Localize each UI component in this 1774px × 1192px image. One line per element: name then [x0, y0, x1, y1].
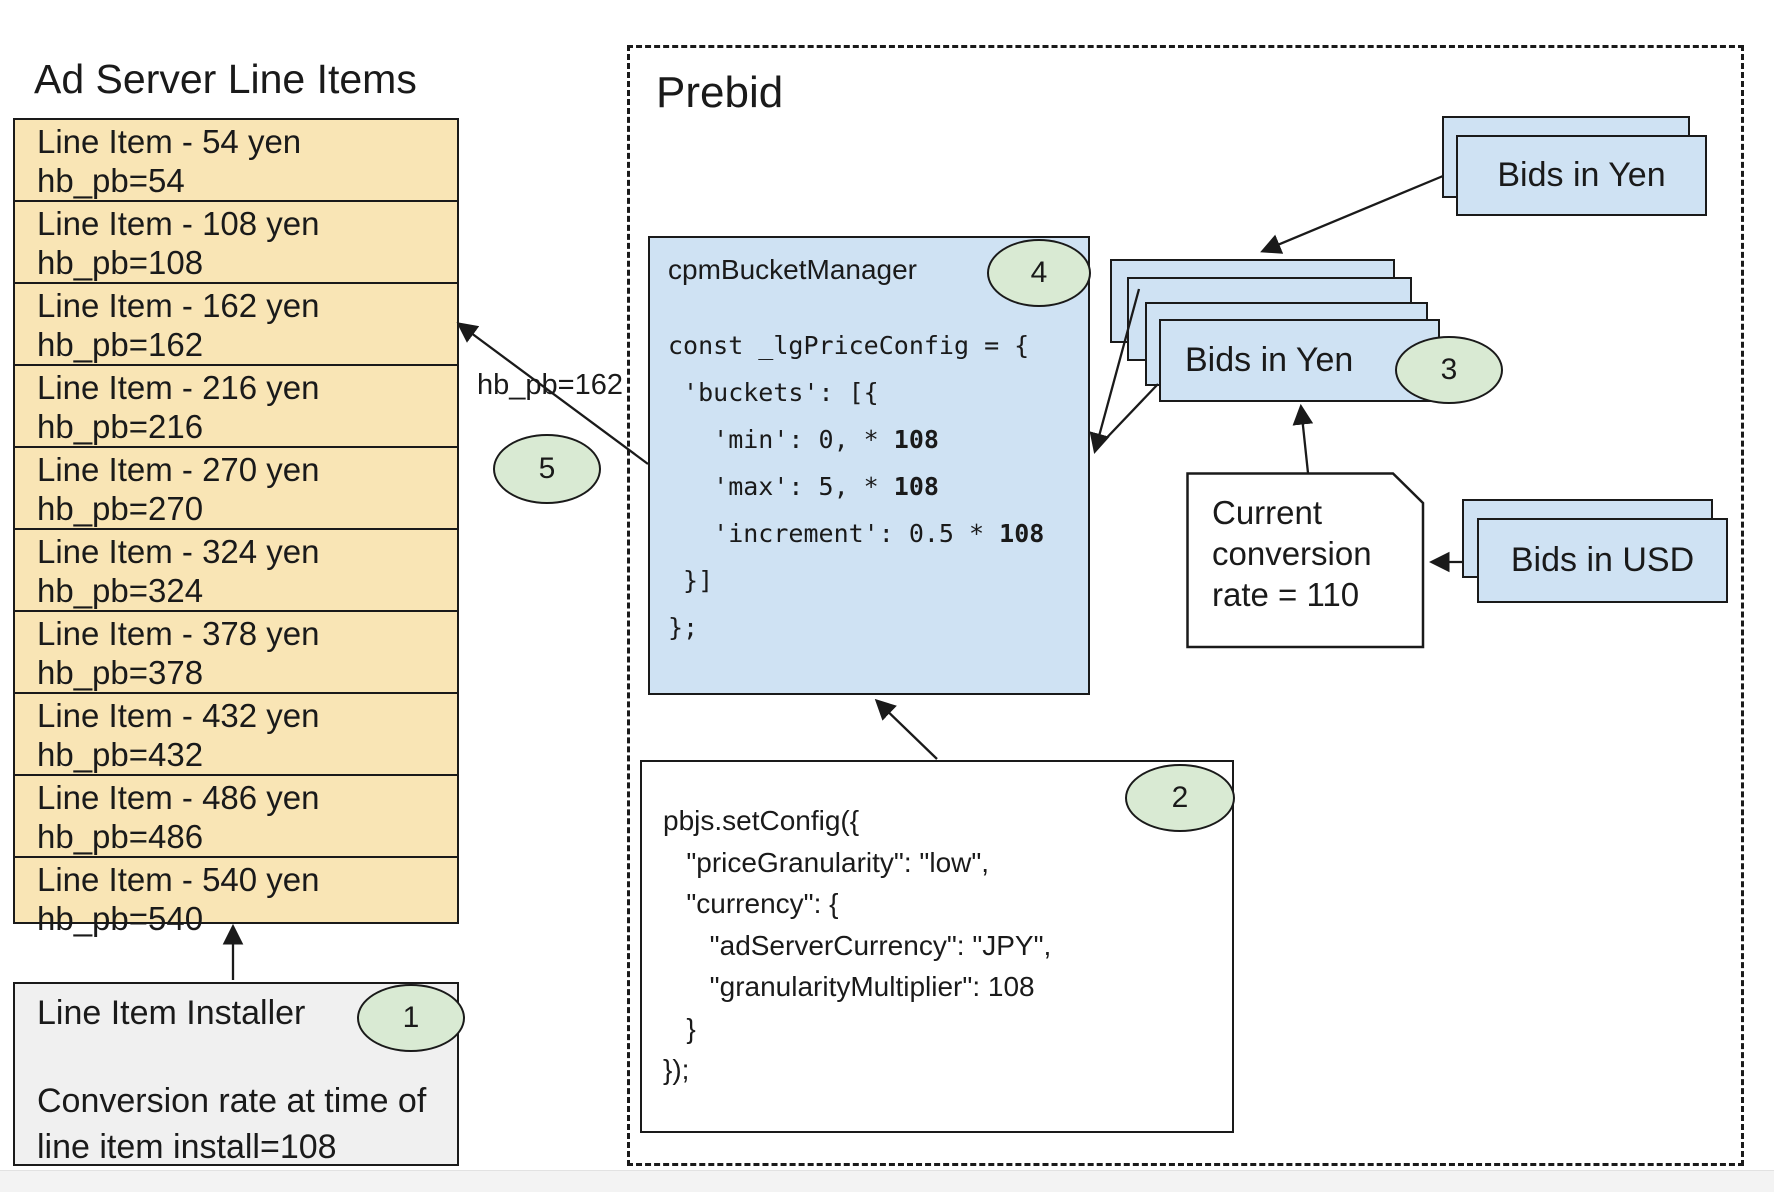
- line-item-hb-pb: hb_pb=162: [37, 326, 204, 363]
- table-row: Line Item - 216 yen hb_pb=216: [15, 366, 457, 448]
- line-item-label: Line Item - 54 yen: [37, 123, 302, 160]
- ad-server-title: Ad Server Line Items: [34, 56, 417, 102]
- page-edge-strip: [0, 1170, 1774, 1192]
- line-item-label: Line Item - 324 yen: [37, 533, 320, 570]
- table-row: Line Item - 162 yen hb_pb=162: [15, 284, 457, 366]
- bids-in-yen-label: Bids in Yen: [1185, 341, 1354, 379]
- line-item-table: Line Item - 54 yen hb_pb=54 Line Item - …: [13, 118, 459, 937]
- line-item-label: Line Item - 378 yen: [37, 615, 320, 652]
- line-item-label: Line Item - 216 yen: [37, 369, 320, 406]
- installer-note: Conversion rate at time of line item ins…: [37, 1082, 427, 1166]
- line-item-hb-pb: hb_pb=108: [37, 244, 204, 281]
- line-item-hb-pb: hb_pb=540: [37, 900, 204, 937]
- line-item-hb-pb: hb_pb=432: [37, 736, 204, 773]
- bids-in-yen-top-label: Bids in Yen: [1497, 156, 1666, 194]
- table-row: Line Item - 108 yen hb_pb=108: [15, 202, 457, 284]
- hb-pb-162-connector-label: hb_pb=162: [477, 369, 623, 401]
- table-row: Line Item - 324 yen hb_pb=324: [15, 530, 457, 612]
- line-item-hb-pb: hb_pb=378: [37, 654, 204, 691]
- table-row: Line Item - 540 yen hb_pb=540: [15, 858, 457, 938]
- table-row: Line Item - 486 yen hb_pb=486: [15, 776, 457, 858]
- line-item-hb-pb: hb_pb=270: [37, 490, 204, 527]
- line-item-hb-pb: hb_pb=486: [37, 818, 204, 855]
- bids-in-yen-stack-front-card: Bids in Yen: [1159, 319, 1440, 402]
- prebid-title: Prebid: [656, 68, 784, 117]
- bids-in-usd-label: Bids in USD: [1510, 541, 1695, 579]
- line-item-label: Line Item - 540 yen: [37, 861, 320, 898]
- table-row: Line Item - 54 yen hb_pb=54: [15, 120, 457, 202]
- line-item-label: Line Item - 270 yen: [37, 451, 320, 488]
- line-item-label: Line Item - 108 yen: [37, 205, 320, 242]
- line-item-hb-pb: hb_pb=324: [37, 572, 204, 609]
- step-badge-2: 2: [1125, 764, 1235, 832]
- conversion-note-shape: [1186, 472, 1425, 649]
- pbjs-setconfig-box: [640, 760, 1234, 1133]
- pbjs-setconfig-code: pbjs.setConfig({ "priceGranularity": "lo…: [663, 805, 1052, 1085]
- step-badge-3: 3: [1395, 336, 1503, 404]
- conversion-note-text: Current conversion rate = 110: [1212, 494, 1372, 613]
- table-row: Line Item - 378 yen hb_pb=378: [15, 612, 457, 694]
- bids-in-yen-top-front-card: Bids in Yen: [1456, 135, 1707, 216]
- line-item-hb-pb: hb_pb=216: [37, 408, 204, 445]
- cpm-bucket-manager-box: [648, 236, 1090, 695]
- cpm-bucket-manager-title: cpmBucketManager: [668, 254, 918, 285]
- line-item-label: Line Item - 162 yen: [37, 287, 320, 324]
- table-row: Line Item - 270 yen hb_pb=270: [15, 448, 457, 530]
- installer-title: Line Item Installer: [37, 994, 306, 1032]
- step-badge-1: 1: [357, 984, 465, 1052]
- line-item-label: Line Item - 486 yen: [37, 779, 320, 816]
- bids-in-usd-front-card: Bids in USD: [1477, 518, 1728, 603]
- line-item-label: Line Item - 432 yen: [37, 697, 320, 734]
- prebid-container: [627, 45, 1744, 1166]
- table-row: Line Item - 432 yen hb_pb=432: [15, 694, 457, 776]
- lg-price-config-code: const _lgPriceConfig = { 'buckets': [{ '…: [668, 331, 1045, 642]
- step-badge-4: 4: [987, 239, 1091, 307]
- line-item-hb-pb: hb_pb=54: [37, 162, 185, 199]
- step-badge-5: 5: [493, 434, 601, 504]
